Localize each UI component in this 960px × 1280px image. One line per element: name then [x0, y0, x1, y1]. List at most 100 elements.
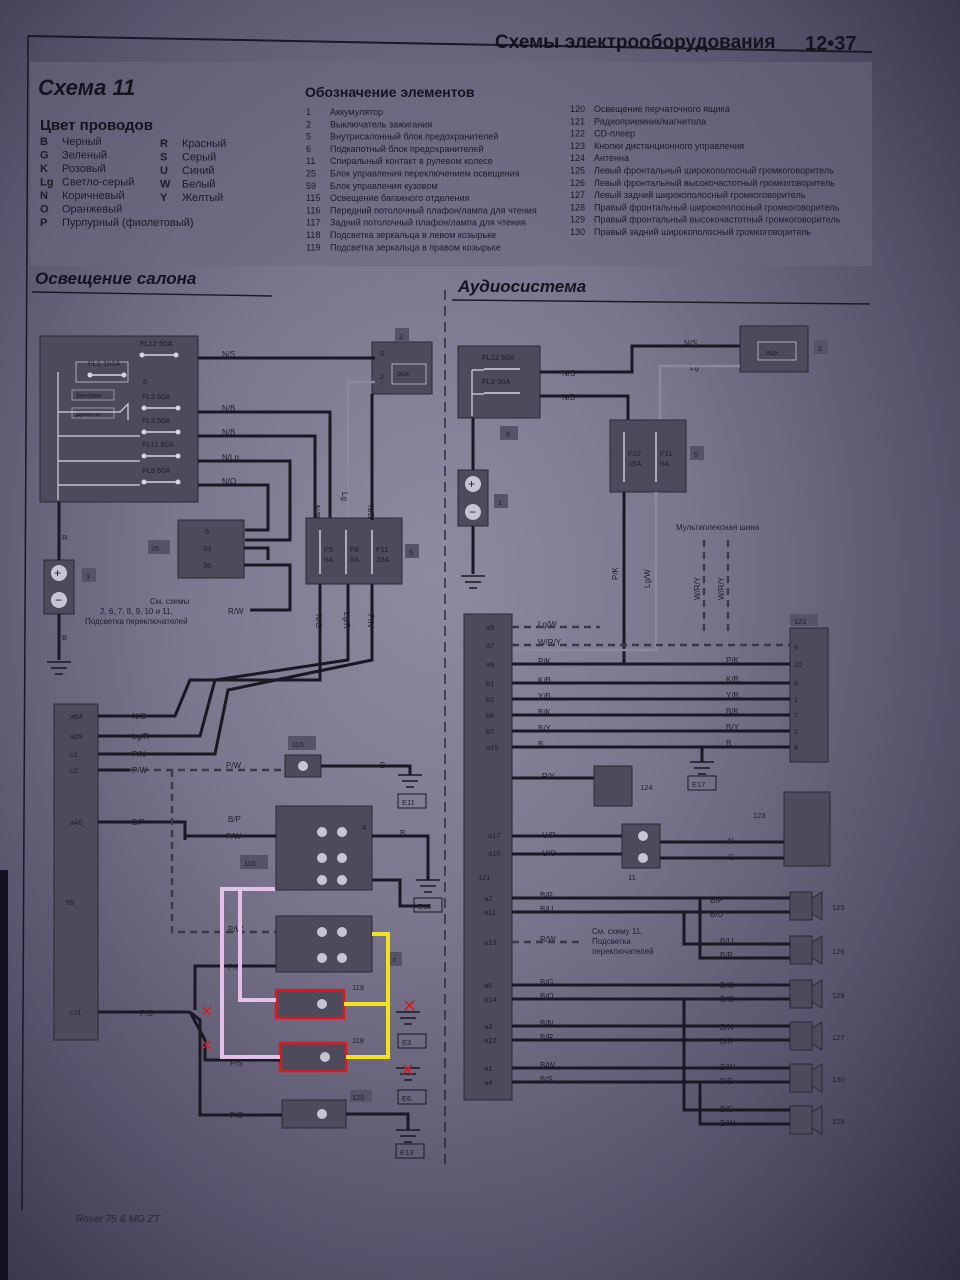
remote-wire-g: G — [728, 853, 734, 862]
radio-121-number: 121 — [478, 873, 491, 882]
radio-wire: Y/B — [538, 692, 551, 701]
audio-fuse-bus — [471, 369, 484, 416]
speaker-cone — [811, 979, 823, 1009]
module-25-number: 25 — [151, 544, 159, 553]
speaker-pin: a13 — [484, 938, 497, 947]
speaker-wire: B/P — [540, 891, 553, 900]
cd-pin: 10 — [794, 660, 802, 669]
battery-wire-b: B — [62, 633, 67, 642]
petrol-note-frame — [71, 389, 115, 401]
radio-wire: W/R/Y — [538, 638, 562, 647]
module-59-pin: c2 — [70, 766, 78, 775]
fuse-name: F8 — [350, 545, 359, 554]
legend-text: Блок управления кузовом — [330, 181, 438, 191]
rear-lamp-wire-ps: P/S — [228, 963, 241, 972]
legend-number: 6 — [306, 144, 311, 154]
speaker-wire: B/S — [540, 1075, 553, 1084]
audio-wire-nb: N/B — [562, 393, 575, 402]
cd-wire: K/B — [726, 675, 739, 684]
legend-text: Правый фронтальный широкополосный громко… — [594, 202, 840, 212]
front-lamp-pin-4: 4 — [362, 823, 366, 832]
audio-wire-ns: N/S — [562, 369, 575, 378]
legend-number: 127 — [570, 190, 585, 200]
speaker-pin: a6 — [484, 981, 492, 990]
speaker-box — [789, 891, 813, 921]
speaker-ref-3: переключателей — [592, 947, 654, 956]
battery-minus: − — [55, 593, 62, 607]
mirror-118-wire-ps: P/S — [230, 1059, 243, 1068]
speaker-box — [789, 1105, 813, 1135]
cd-pin: 6 — [794, 679, 798, 688]
fuse-wire-label: N/B — [222, 428, 235, 437]
luggage-wire-b: B — [380, 761, 385, 770]
annotation-pink-wire — [220, 887, 280, 1059]
wire-color-name: Розовый — [62, 163, 106, 175]
legend-number: 129 — [570, 215, 585, 225]
vwire-lgw: Lg/W — [643, 569, 652, 588]
wire-color-name: Красный — [182, 138, 226, 150]
ref-wire-rw: R/W — [228, 607, 244, 616]
fuse-wire-label: N/B — [222, 404, 235, 413]
remote-wire-up: U/P — [542, 831, 555, 840]
fuse-label: FL12 50A — [140, 339, 173, 348]
legend-text: Передний потолочный плафон/лампа для чте… — [330, 205, 537, 215]
speaker-ref-1: См. схему 11, — [592, 927, 642, 936]
wire-color-code: Lg — [40, 177, 53, 189]
speaker-branch-wire: B/G — [720, 981, 734, 990]
speaker-cone — [811, 1021, 823, 1051]
cd-pin: 1 — [794, 695, 798, 704]
fuse-label: FL2 60A — [142, 392, 170, 401]
fuse5-in-label: Lg — [340, 492, 349, 501]
wire-color-code: O — [40, 204, 49, 216]
legend-text: Освещение перчаточного ящика — [594, 104, 730, 114]
light-switch-module-25 — [177, 519, 245, 579]
speaker-branch-wire: B/P — [720, 951, 733, 960]
fuse-amp: 5A — [350, 555, 359, 564]
speaker-cone — [811, 935, 823, 965]
module-59-wire: P/W — [132, 766, 148, 775]
legend-number: 115 — [306, 193, 320, 203]
legend-number: 25 — [306, 169, 316, 179]
module-59-wire-ps: P/S — [140, 1009, 153, 1018]
clockspring-number: 11 — [628, 873, 636, 882]
fusebox-6-number: 6 — [143, 377, 147, 386]
speaker-branch-wire: B/O — [720, 995, 734, 1004]
wire-color-code: K — [40, 163, 48, 175]
mirror-light-119 — [275, 989, 345, 1019]
module-59-pin: c11 — [70, 1008, 82, 1017]
speaker-pin: a14 — [484, 995, 497, 1004]
speaker-cone — [811, 891, 823, 921]
fuse-end — [175, 429, 181, 435]
fuse-label: FL1 150A — [88, 359, 121, 368]
legend-number: 120 — [570, 104, 585, 114]
luggage-light-number: 115 — [292, 740, 304, 749]
fusebox-5-number: 5 — [409, 548, 413, 557]
audio-ign-wire-ns: N/S — [684, 339, 697, 348]
speaker-pin: a12 — [484, 1036, 497, 1045]
mirror-light-119-number: 119 — [352, 983, 364, 992]
front-lamp-number: 116 — [244, 859, 256, 868]
audio-fuse5-name: F11 — [660, 449, 672, 458]
legend-number: 117 — [306, 218, 320, 228]
radio-pin: a9 — [486, 660, 494, 669]
module-25-pin-33: 33 — [203, 544, 211, 553]
speaker-box — [789, 1063, 813, 1093]
wire-color-code: G — [40, 150, 49, 162]
ground-e17: E17 — [692, 780, 705, 789]
legend-text: Выключатель зажигания — [330, 119, 432, 129]
module-25-pin-36: 36 — [203, 561, 211, 570]
front-lamp-wire-b: B — [400, 829, 405, 838]
battery-number: 1 — [86, 572, 90, 581]
legend-text: Блок управления переключением освещения — [330, 169, 520, 179]
wire-color-code: S — [160, 152, 167, 164]
audio-fusebox-5 — [609, 419, 687, 493]
legend-text: Правый задний широкополосный громкоговор… — [594, 227, 811, 237]
cd-pin: 5 — [794, 643, 798, 652]
legend-number: 1 — [306, 107, 311, 117]
radio-wire: K/B — [538, 676, 551, 685]
